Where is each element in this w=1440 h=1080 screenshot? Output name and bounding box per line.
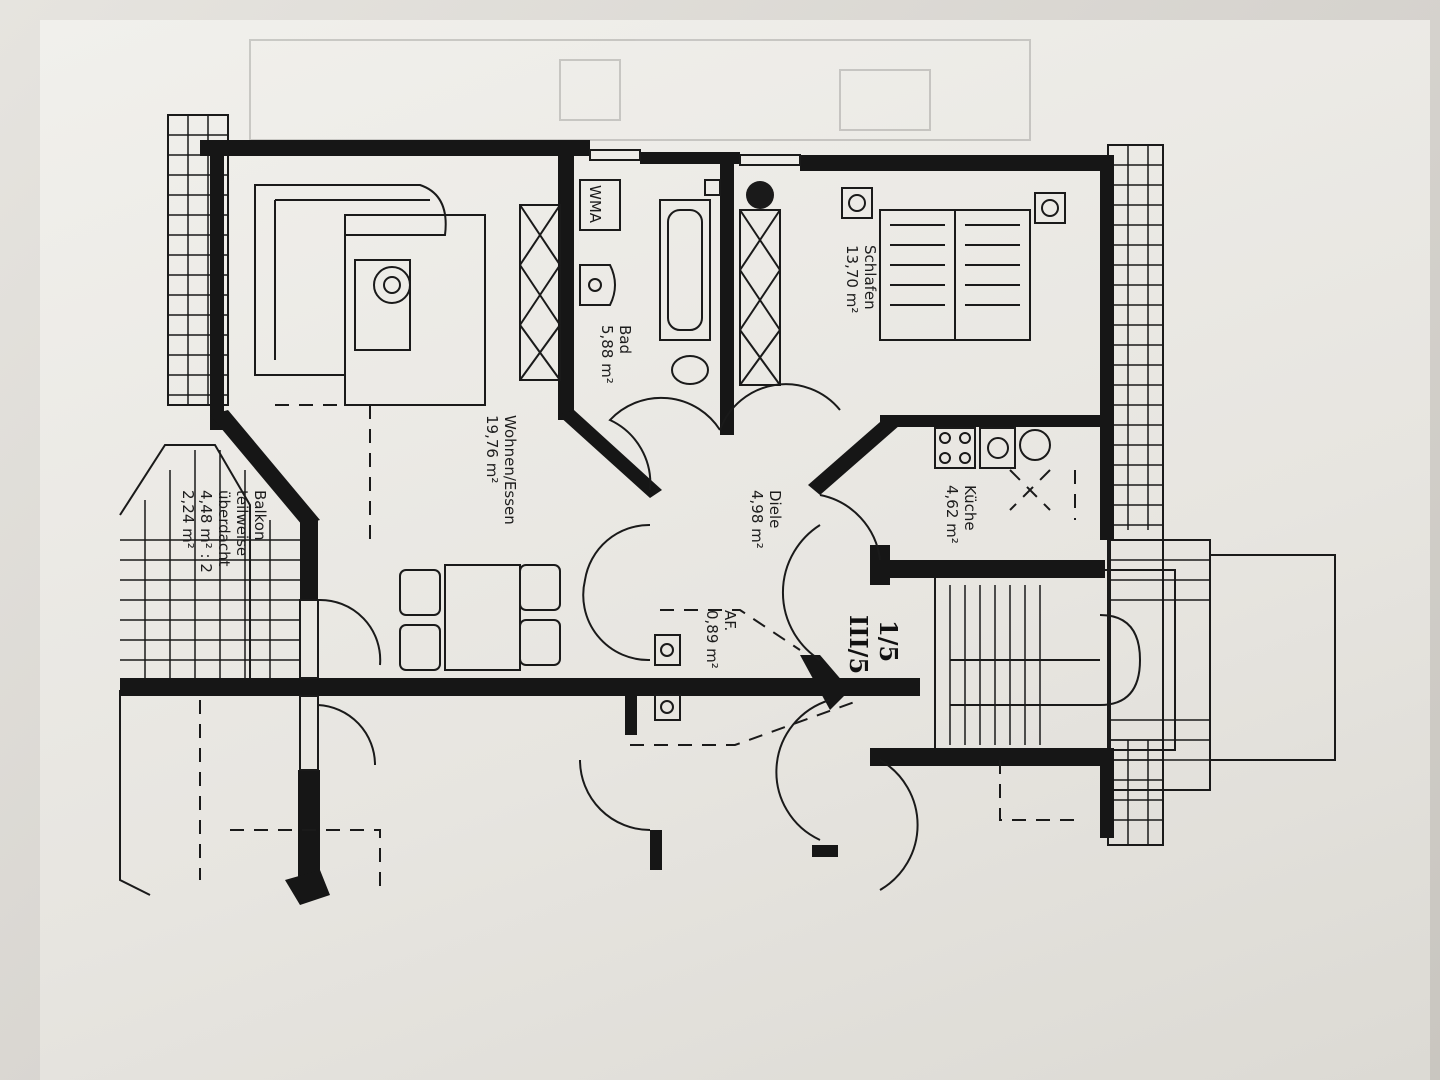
balcony (119, 444, 300, 896)
room-balkon-name: Balkon (251, 490, 269, 541)
room-schlafen-area: 13,70 m² (843, 245, 861, 313)
windows (299, 149, 801, 771)
sofa (254, 184, 447, 376)
unit-label: 1/5 III/5 (844, 615, 903, 674)
room-wohnen: Wohnen/Essen 19,76 m² (483, 415, 519, 525)
room-balkon-line2: teilweise (233, 490, 251, 556)
room-kueche-area: 4,62 m² (943, 485, 961, 544)
kitchen-counter (1009, 469, 1076, 520)
toilet-icon (671, 355, 709, 385)
nightstands (841, 187, 1066, 224)
room-kueche: Küche 4,62 m² (943, 485, 979, 544)
kitchen-sink-icon (979, 427, 1051, 469)
washing-machine-icon (579, 179, 621, 231)
room-wohnen-name: Wohnen/Essen (501, 415, 519, 525)
unit-label-line1: 1/5 (874, 620, 903, 662)
paper-sheet (40, 20, 1430, 1080)
room-bad-name: Bad (616, 325, 634, 354)
unit-label-line2: III/5 (844, 615, 873, 674)
wma-label-group: WMA (586, 185, 604, 224)
exterior-wall-hatch-left (167, 114, 229, 406)
room-af-name: AF. (721, 610, 739, 631)
af-niche (654, 634, 681, 721)
walls (120, 140, 1114, 905)
room-af: AF. 0,89 m² (703, 610, 739, 669)
room-schlafen: Schlafen 13,70 m² (843, 245, 879, 313)
bed (879, 209, 1031, 341)
room-balkon: Balkon teilweise überdacht 4,48 m² : 2 2… (179, 490, 269, 573)
room-diele-area: 4,98 m² (748, 490, 766, 549)
room-balkon-line3: überdacht (215, 490, 233, 567)
dashed-lines (199, 225, 1080, 890)
room-bad-area: 5,88 m² (598, 325, 616, 384)
bleed-through (249, 39, 1031, 141)
wma-label: WMA (586, 185, 604, 224)
rug (344, 214, 486, 406)
room-diele-name: Diele (766, 490, 784, 528)
doors (317, 383, 919, 891)
room-af-area: 0,89 m² (703, 610, 721, 669)
stove-icon (934, 427, 976, 469)
dining-table (399, 564, 561, 671)
room-balkon-area2: 2,24 m² (179, 490, 197, 549)
room-schlafen-name: Schlafen (861, 245, 879, 310)
room-wohnen-area: 19,76 m² (483, 415, 501, 483)
room-diele: Diele 4,98 m² (748, 490, 784, 549)
bathtub-icon (659, 199, 711, 341)
room-balkon-area1: 4,48 m² : 2 (197, 490, 215, 573)
room-bad: Bad 5,88 m² (598, 325, 634, 384)
plant-icon-bath (704, 179, 774, 209)
plant-icon (373, 266, 411, 304)
sink-icon (579, 264, 616, 306)
room-kueche-name: Küche (961, 485, 979, 531)
wardrobes (519, 204, 781, 386)
